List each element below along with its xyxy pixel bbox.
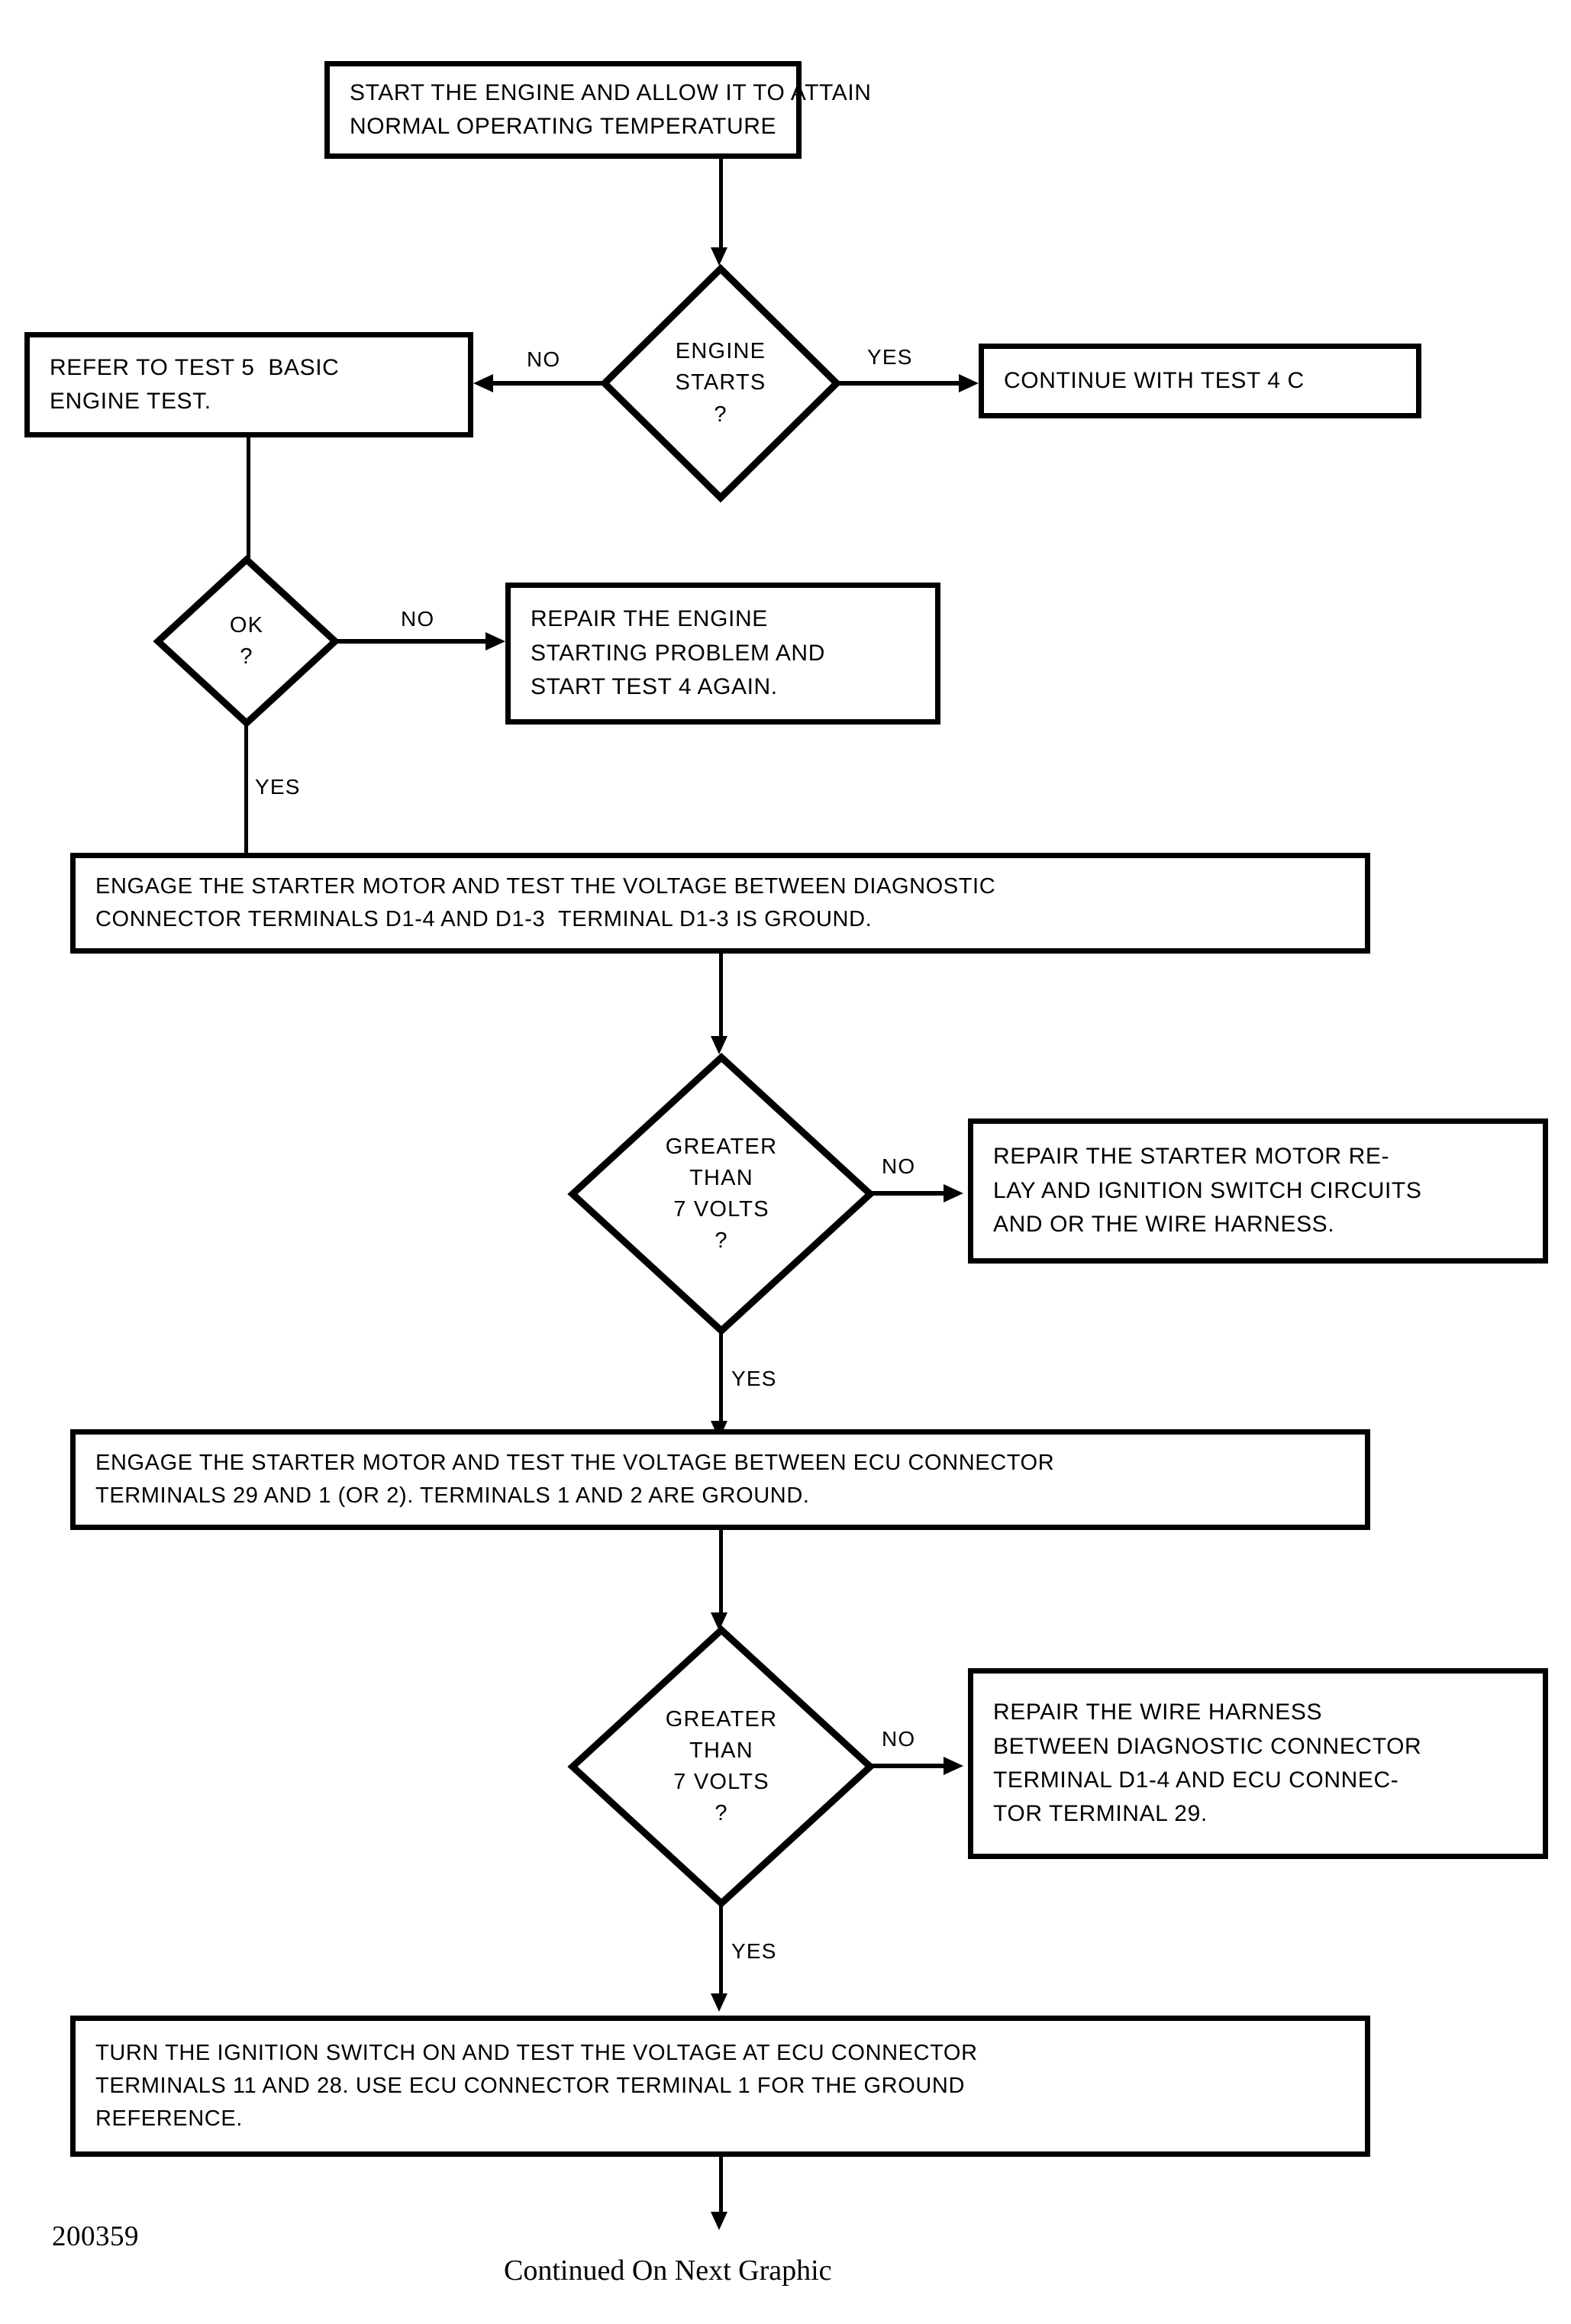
connector-ok-yes xyxy=(244,724,248,854)
ok-decision: OK ? xyxy=(153,554,340,728)
turn-ignition-line-2: TERMINALS 11 AND 28. USE ECU CONNECTOR T… xyxy=(95,2074,965,2099)
repair-engine-starting-line-3: START TEST 4 AGAIN. xyxy=(531,674,778,700)
branch-label-ok-yes: YES xyxy=(255,775,301,799)
repair-starter-relay-line-1: REPAIR THE STARTER MOTOR RE- xyxy=(993,1144,1390,1170)
arrow-diag-box-to-volts-1 xyxy=(711,1036,727,1054)
greater-than-7-volts-decision-2: GREATER THAN 7 VOLTS ? xyxy=(567,1625,876,1909)
arrow-ecu-box-to-volts-2 xyxy=(711,1612,727,1631)
refer-to-test-5-line-1: REFER TO TEST 5 BASIC xyxy=(50,354,340,380)
arrow-engine-starts-yes xyxy=(959,374,979,392)
repair-starter-relay-line-3: AND OR THE WIRE HARNESS. xyxy=(993,1212,1335,1238)
engage-starter-ecu-line-2: TERMINALS 29 AND 1 (OR 2). TERMINALS 1 A… xyxy=(95,1483,810,1508)
connector-start-to-engine-starts xyxy=(719,159,723,250)
start-engine-line-2: NORMAL OPERATING TEMPERATURE xyxy=(350,114,777,139)
branch-label-volts-2-yes: YES xyxy=(731,1939,777,1963)
engine-starts-decision: ENGINE STARTS ? xyxy=(599,263,842,503)
connector-volts-2-yes xyxy=(719,1905,723,1996)
engage-starter-diagnostic-line-1: ENGAGE THE STARTER MOTOR AND TEST THE VO… xyxy=(95,874,996,899)
repair-wire-harness-line-1: REPAIR THE WIRE HARNESS xyxy=(993,1699,1323,1725)
branch-label-ok-no: NO xyxy=(401,607,435,631)
connector-engine-starts-no xyxy=(492,381,606,386)
branch-label-volts-1-yes: YES xyxy=(731,1367,777,1390)
turn-ignition-line-1: TURN THE IGNITION SWITCH ON AND TEST THE… xyxy=(95,2041,978,2066)
turn-ignition-switch-box: TURN THE IGNITION SWITCH ON AND TEST THE… xyxy=(70,2016,1370,2157)
branch-label-volts-1-no: NO xyxy=(882,1154,916,1178)
repair-engine-starting-box: REPAIR THE ENGINE STARTING PROBLEM AND S… xyxy=(505,583,940,725)
connector-ecu-box-to-volts-2 xyxy=(719,1530,723,1616)
repair-starter-relay-line-2: LAY AND IGNITION SWITCH CIRCUITS xyxy=(993,1177,1422,1203)
connector-diag-box-to-volts-1 xyxy=(719,954,723,1039)
start-engine-line-1: START THE ENGINE AND ALLOW IT TO ATTAIN xyxy=(350,79,872,105)
branch-label-volts-2-no: NO xyxy=(882,1727,916,1751)
engage-starter-ecu-box: ENGAGE THE STARTER MOTOR AND TEST THE VO… xyxy=(70,1429,1370,1530)
turn-ignition-line-3: REFERENCE. xyxy=(95,2106,243,2131)
connector-engine-starts-yes xyxy=(837,381,969,386)
refer-to-test-5-line-2: ENGINE TEST. xyxy=(50,389,211,414)
arrow-volts-2-no xyxy=(944,1757,963,1775)
figure-number: 200359 xyxy=(52,2221,139,2252)
arrow-volts-2-yes xyxy=(711,1993,727,2012)
connector-to-next-graphic xyxy=(719,2157,723,2215)
connector-ok-no xyxy=(334,639,493,644)
engage-starter-diagnostic-line-2: CONNECTOR TERMINALS D1-4 AND D1-3 TERMIN… xyxy=(95,907,873,931)
repair-engine-starting-line-2: STARTING PROBLEM AND xyxy=(531,640,825,666)
arrow-ok-no xyxy=(485,632,505,650)
repair-wire-harness-line-3: TERMINAL D1-4 AND ECU CONNEC- xyxy=(993,1767,1399,1793)
arrow-volts-1-no xyxy=(944,1184,963,1202)
continue-with-test-4c-box: CONTINUE WITH TEST 4 C xyxy=(979,344,1421,418)
repair-wire-harness-line-4: TOR TERMINAL 29. xyxy=(993,1801,1208,1827)
arrow-to-next-graphic xyxy=(711,2212,727,2230)
branch-label-engine-starts-no: NO xyxy=(527,347,561,371)
arrow-start-to-engine-starts xyxy=(711,247,727,266)
repair-wire-harness-box: REPAIR THE WIRE HARNESS BETWEEN DIAGNOST… xyxy=(968,1668,1548,1859)
continued-on-next-graphic: Continued On Next Graphic xyxy=(504,2255,832,2287)
connector-volts-1-no xyxy=(869,1191,945,1196)
arrow-engine-starts-no xyxy=(473,374,493,392)
engage-starter-diagnostic-box: ENGAGE THE STARTER MOTOR AND TEST THE VO… xyxy=(70,853,1370,954)
greater-than-7-volts-decision-1: GREATER THAN 7 VOLTS ? xyxy=(567,1052,876,1336)
connector-volts-2-no xyxy=(869,1764,945,1768)
continue-with-test-4c-line-1: CONTINUE WITH TEST 4 C xyxy=(1004,367,1305,393)
connector-refer-to-ok xyxy=(247,437,250,560)
start-engine-box: START THE ENGINE AND ALLOW IT TO ATTAIN … xyxy=(324,61,872,159)
repair-starter-relay-box: REPAIR THE STARTER MOTOR RE- LAY AND IGN… xyxy=(968,1118,1548,1264)
branch-label-engine-starts-yes: YES xyxy=(867,345,913,369)
connector-volts-1-yes xyxy=(719,1332,723,1424)
refer-to-test-5-box: REFER TO TEST 5 BASIC ENGINE TEST. xyxy=(24,332,473,437)
repair-wire-harness-line-2: BETWEEN DIAGNOSTIC CONNECTOR xyxy=(993,1733,1422,1759)
engage-starter-ecu-line-1: ENGAGE THE STARTER MOTOR AND TEST THE VO… xyxy=(95,1451,1055,1476)
repair-engine-starting-line-1: REPAIR THE ENGINE xyxy=(531,606,768,632)
